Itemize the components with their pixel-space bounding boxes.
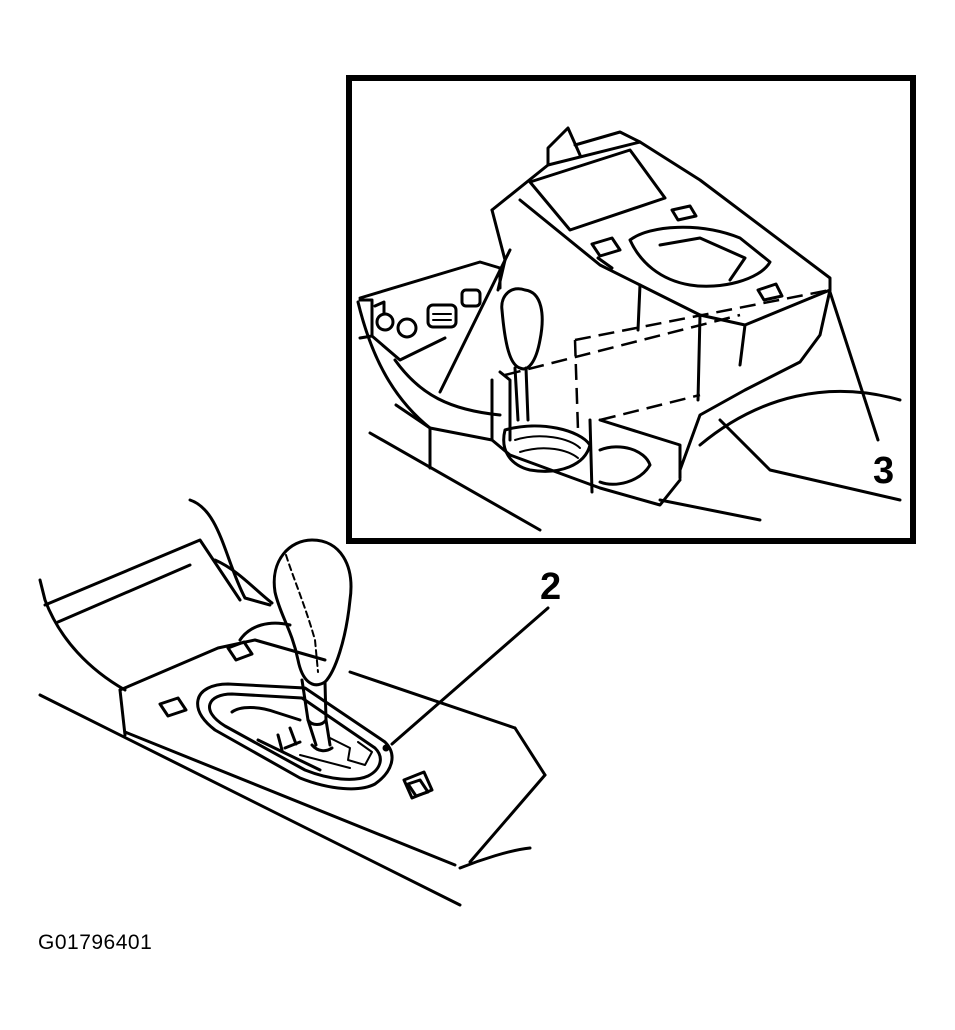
- inset-shift-knob: [500, 287, 544, 422]
- main-shift-knob: [272, 538, 353, 753]
- shifter-bezel: [196, 682, 394, 791]
- callout-label-3: 3: [873, 450, 895, 492]
- center-console: [490, 126, 832, 507]
- main-console-view: [38, 498, 550, 907]
- callout-2-leader: [390, 606, 550, 746]
- hvac-panel: [356, 260, 502, 430]
- callout-label-2: 2: [540, 566, 562, 608]
- inset-frame: [346, 75, 916, 544]
- callout-3-leader: [828, 290, 880, 442]
- inset-detail-view: [346, 75, 916, 544]
- main-console-plate: [118, 621, 547, 800]
- figure-id-label: G01796401: [38, 931, 153, 954]
